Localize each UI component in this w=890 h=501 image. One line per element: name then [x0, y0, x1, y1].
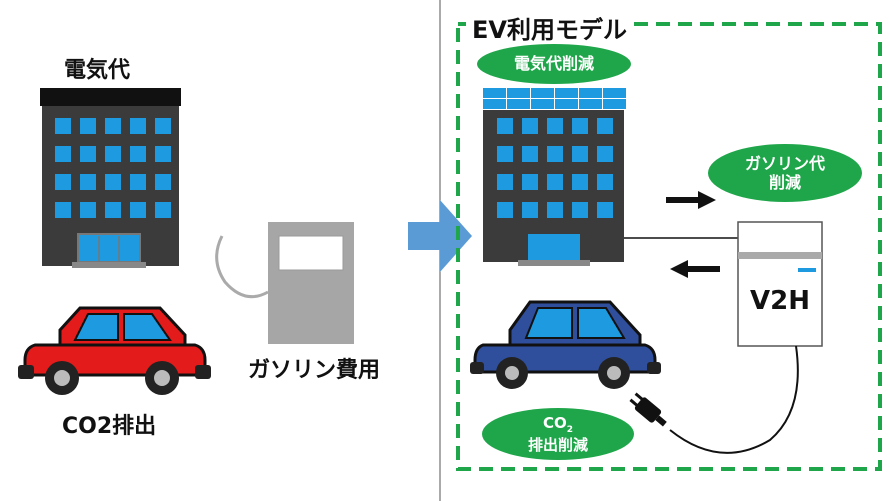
plug-icon	[629, 392, 667, 427]
building-window	[55, 202, 71, 218]
building-window	[105, 118, 121, 134]
building-window	[547, 118, 563, 134]
building-window	[597, 118, 613, 134]
building-window	[497, 146, 513, 162]
co2-reduction-line2: 排出削減	[527, 435, 588, 454]
building-window	[572, 146, 588, 162]
arrow-left-icon	[670, 260, 720, 278]
blue-car-icon	[470, 300, 661, 389]
red-car-icon	[18, 306, 211, 395]
left-building-label: 電気代	[64, 58, 131, 83]
building-window	[80, 174, 96, 190]
building-window	[597, 174, 613, 190]
building-window	[547, 174, 563, 190]
solar-panel	[579, 99, 602, 109]
gasoline-reduction-pill: ガソリン代 削減	[708, 144, 862, 202]
co2-reduction-pill: CO2 排出削減	[482, 408, 634, 460]
building-window	[155, 202, 171, 218]
charging-cable	[669, 345, 799, 454]
building-window	[105, 146, 121, 162]
gas-pump-icon	[215, 222, 354, 344]
building-window	[105, 174, 121, 190]
building-window	[155, 174, 171, 190]
building-window	[497, 118, 513, 134]
building-window	[55, 174, 71, 190]
building-window	[597, 202, 613, 218]
electricity-reduction-pill: 電気代削減	[477, 44, 631, 84]
solar-panel	[531, 99, 554, 109]
office-building-icon	[40, 88, 181, 268]
co2-reduction-line1: CO2	[542, 414, 574, 436]
arrow-right-icon	[666, 191, 716, 209]
building-window	[497, 202, 513, 218]
building-window	[522, 174, 538, 190]
solar-building-icon	[483, 88, 626, 266]
solar-panel	[603, 99, 626, 109]
solar-panel	[483, 99, 506, 109]
building-window	[522, 202, 538, 218]
solar-panel	[483, 88, 506, 98]
solar-panel	[531, 88, 554, 98]
building-window	[105, 202, 121, 218]
ev-model-frame	[456, 22, 882, 471]
building-window	[522, 146, 538, 162]
building-window	[80, 146, 96, 162]
ev-model-title: EV利用モデル	[466, 10, 633, 45]
gasoline-reduction-line2: 削減	[768, 173, 801, 192]
building-window	[55, 118, 71, 134]
building-window	[155, 146, 171, 162]
building-window	[597, 146, 613, 162]
building-window	[130, 118, 146, 134]
building-window	[572, 202, 588, 218]
building-window	[130, 174, 146, 190]
building-window	[55, 146, 71, 162]
building-window	[572, 174, 588, 190]
solar-panel	[579, 88, 602, 98]
electricity-reduction-text: 電気代削減	[513, 54, 594, 74]
gasoline-reduction-line1: ガソリン代	[744, 153, 825, 173]
building-window	[130, 146, 146, 162]
building-window	[547, 202, 563, 218]
building-window	[80, 118, 96, 134]
v2h-unit-icon	[737, 221, 823, 347]
building-window	[155, 118, 171, 134]
solar-panel	[507, 99, 530, 109]
v2h-label: V2H	[750, 286, 810, 316]
solar-panel	[555, 88, 578, 98]
building-window	[130, 202, 146, 218]
solar-panel	[603, 88, 626, 98]
gasoline-cost-label: ガソリン費用	[248, 358, 381, 383]
building-window	[497, 174, 513, 190]
building-window	[547, 146, 563, 162]
solar-panel	[555, 99, 578, 109]
building-window	[572, 118, 588, 134]
building-window	[80, 202, 96, 218]
transition-arrow-icon	[408, 200, 472, 272]
building-window	[522, 118, 538, 134]
left-car-label: CO2排出	[62, 414, 157, 439]
solar-panel	[507, 88, 530, 98]
